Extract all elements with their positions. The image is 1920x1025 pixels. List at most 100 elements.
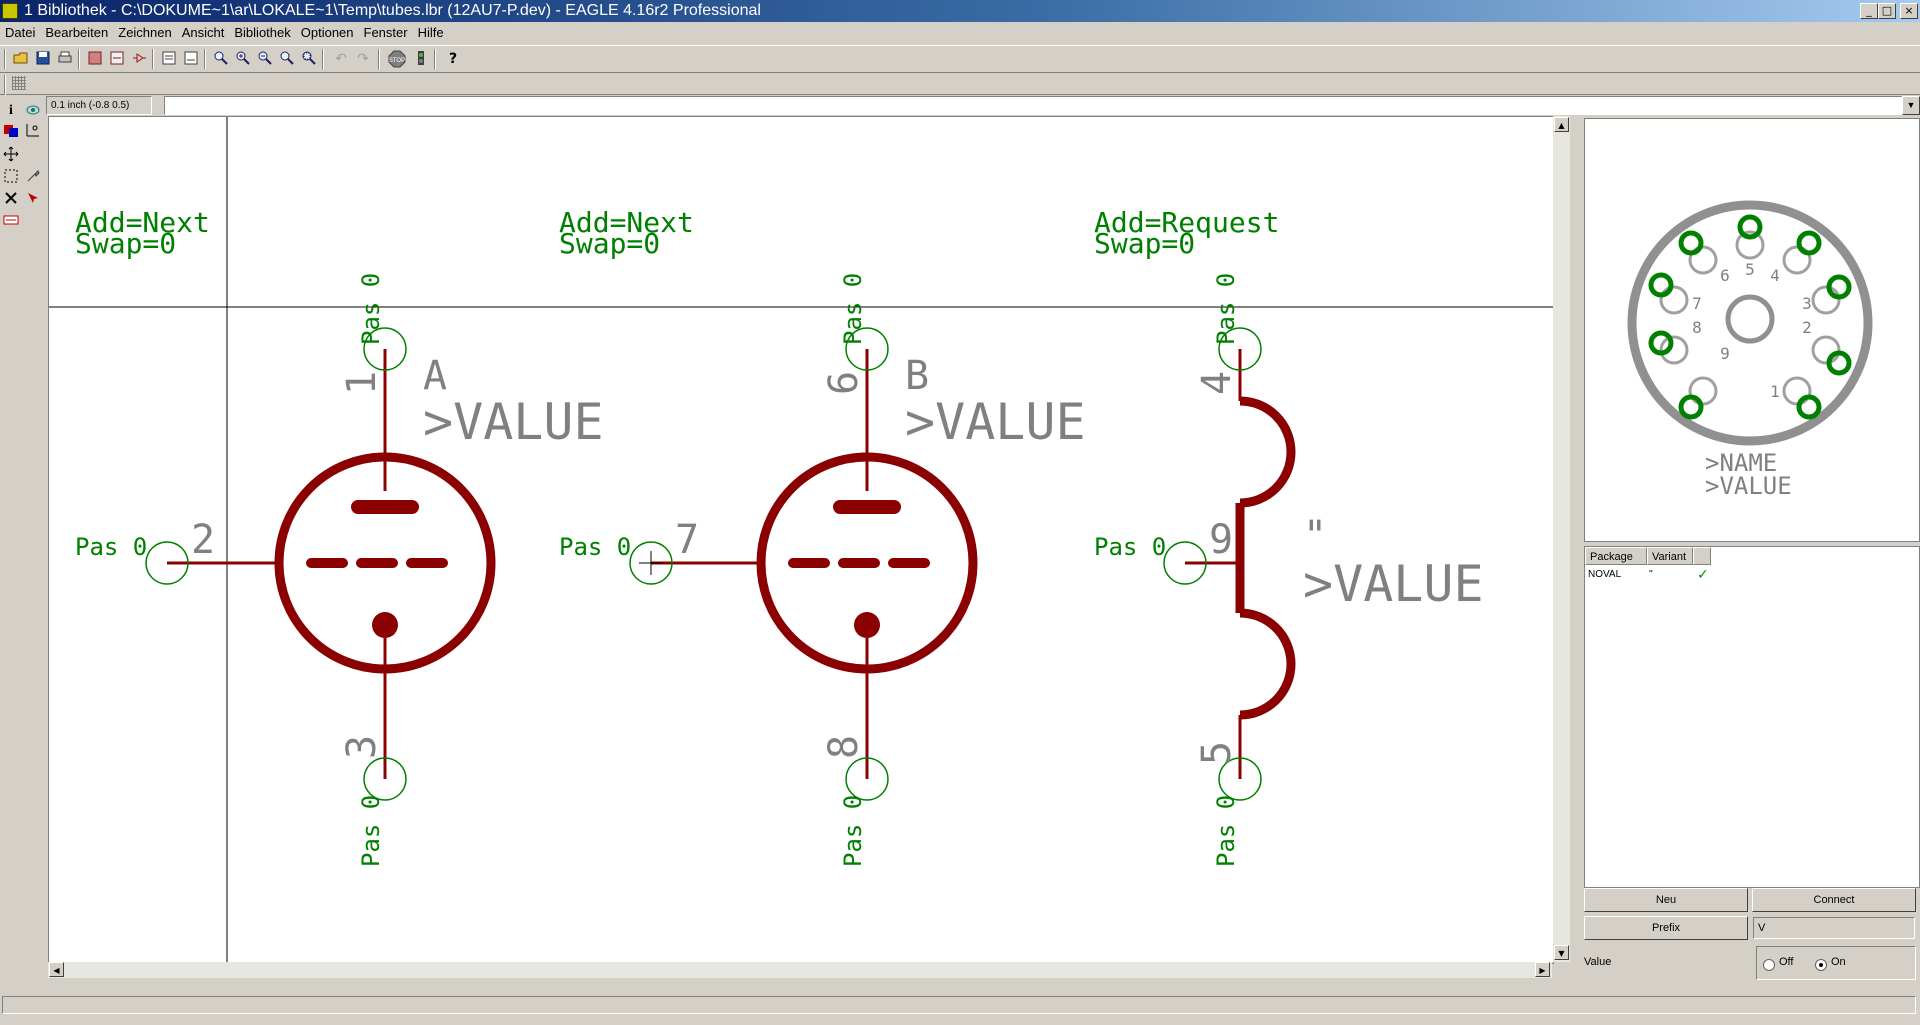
close-button[interactable]: × [1900,3,1918,19]
delete-icon[interactable] [2,190,20,208]
add-icon[interactable] [24,190,42,208]
move-icon[interactable] [2,146,20,164]
minimize-button[interactable]: _ [1860,3,1878,19]
pad-8[interactable] [1648,330,1674,356]
redo-icon[interactable]: ↷ [357,51,369,67]
redraw-icon[interactable] [278,50,296,68]
maximize-button[interactable]: □ [1878,3,1896,19]
undo-icon[interactable]: ↶ [335,51,347,67]
menu-hilfe[interactable]: Hilfe [417,25,444,40]
drawing-canvas[interactable]: Add=Next Swap=0 Add=Next Swap=0 Add=Requ… [48,116,1554,964]
window-title: 1 Bibliothek - C:\DOKUME~1\ar\LOKALE~1\T… [24,2,761,19]
scroll-left-icon[interactable]: ◀ [49,962,64,977]
package-cell[interactable]: NOVAL [1588,569,1622,580]
socket-hole [1811,335,1841,365]
canvas-horizontal-scrollbar[interactable]: ◀ ▶ [48,962,1552,978]
pad-2[interactable] [1826,350,1852,376]
menu-ansicht[interactable]: Ansicht [181,25,225,40]
gate-b-pin8-contact[interactable] [845,757,889,801]
name-icon[interactable] [2,212,20,230]
pad-9[interactable] [1678,394,1704,420]
schematic-icon[interactable] [108,50,126,68]
command-toolbar: i [0,102,46,242]
gate-a-pin1-contact[interactable] [363,327,407,371]
zoom-fit-icon[interactable] [212,50,230,68]
pad-6[interactable] [1678,230,1704,256]
column-header-variant[interactable]: Variant [1647,547,1693,565]
socket-hole [1688,376,1718,406]
gate-b-pin7-contact[interactable] [629,541,673,585]
show-icon[interactable] [24,102,42,120]
zoom-in-icon[interactable] [234,50,252,68]
menu-bibliothek[interactable]: Bibliothek [234,25,291,40]
new-button[interactable]: Neu [1584,888,1748,912]
column-header-status[interactable] [1693,547,1711,565]
canvas-vertical-scrollbar[interactable]: ▲ ▼ [1553,116,1570,962]
command-input[interactable] [164,96,1906,115]
gate-a-pin3-contact[interactable] [363,757,407,801]
go-icon[interactable] [412,50,430,68]
gate-a-pin2-contact[interactable] [145,541,189,585]
gate-b-pin7-label: Pas 0 [559,533,631,561]
gate-h-pad4: 4 [1194,371,1240,395]
change-icon[interactable] [24,168,42,186]
pad-4[interactable] [1796,230,1822,256]
save-icon[interactable] [34,50,52,68]
value-on-radio[interactable] [1815,959,1827,971]
pad-7[interactable] [1648,272,1674,298]
menu-fenster[interactable]: Fenster [363,25,408,40]
socket-hole [1659,285,1689,315]
gate-h-pin5-contact[interactable] [1218,757,1262,801]
gate-h-pin9-contact[interactable] [1163,541,1207,585]
grid-icon[interactable] [12,76,26,90]
menu-bar: Datei Bearbeiten Zeichnen Ansicht Bibliothek… [0,23,1920,43]
gate-h-pad9: 9 [1209,517,1233,563]
zoom-out-icon[interactable] [256,50,274,68]
group-icon[interactable] [2,168,20,186]
command-history-dropdown[interactable]: ▼ [1902,96,1920,115]
socket-hole [1735,230,1765,260]
help-icon[interactable]: ? [448,51,458,67]
menu-bearbeiten[interactable]: Bearbeiten [45,25,109,40]
mark-icon[interactable] [24,122,42,140]
board-icon[interactable] [86,50,104,68]
value-on-label[interactable]: On [1831,956,1846,968]
gate-a-symbol[interactable] [167,349,496,779]
prefix-button[interactable]: Prefix [1584,916,1748,940]
title-bar: 1 Bibliothek - C:\DOKUME~1\ar\LOKALE~1\T… [0,0,1920,22]
zoom-select-icon[interactable] [300,50,318,68]
gate-h-pin4-contact[interactable] [1218,327,1262,371]
menu-datei[interactable]: Datei [5,25,36,40]
display-icon[interactable] [2,122,20,140]
socket-hole [1782,245,1812,275]
gate-h-addlevel: Add=Request [1094,206,1279,239]
gate-b-pin8-label: Pas 0 [839,795,867,867]
value-off-label[interactable]: Off [1779,956,1794,968]
gate-b-pin6-contact[interactable] [845,327,889,371]
stop-icon[interactable]: STOP [388,50,406,68]
connect-button[interactable]: Connect [1752,888,1916,912]
ulp-icon[interactable] [182,50,200,68]
info-icon[interactable]: i [9,103,13,118]
menu-optionen[interactable]: Optionen [300,25,354,40]
scroll-down-icon[interactable]: ▼ [1554,945,1569,960]
symbol-icon[interactable] [130,50,148,68]
column-header-package[interactable]: Package [1585,547,1647,565]
preview-name-label: >NAME [1705,449,1777,477]
gate-heater-symbol[interactable] [1185,349,1296,779]
scroll-right-icon[interactable]: ▶ [1535,962,1550,977]
script-icon[interactable] [160,50,178,68]
variant-cell[interactable]: '' [1649,569,1653,580]
prefix-field[interactable]: V [1753,917,1915,939]
toolbar-grip [4,75,6,95]
gate-a-name: A [423,353,447,399]
scroll-up-icon[interactable]: ▲ [1554,117,1569,132]
menu-zeichnen[interactable]: Zeichnen [118,25,172,40]
pad-1[interactable] [1796,394,1822,420]
open-icon[interactable] [12,50,30,68]
gate-b-symbol[interactable] [651,349,978,779]
value-off-radio[interactable] [1763,959,1775,971]
pad-5[interactable] [1737,214,1763,240]
pad-3[interactable] [1826,274,1852,300]
print-icon[interactable] [56,50,74,68]
